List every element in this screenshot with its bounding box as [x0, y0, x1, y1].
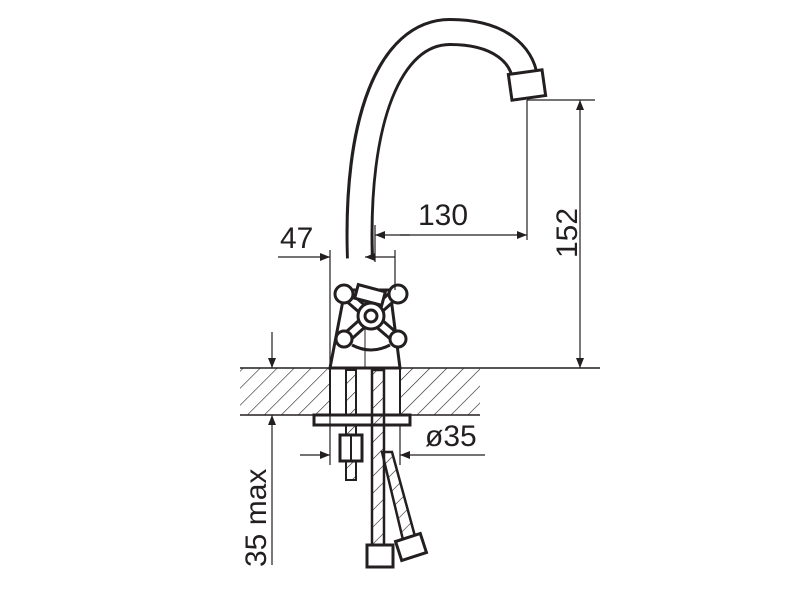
dimension-spout-reach: 130	[418, 199, 468, 232]
spout	[345, 17, 548, 263]
mounting-hardware	[312, 368, 429, 569]
countertop	[240, 367, 600, 416]
dimension-spout-height: 152	[551, 208, 584, 258]
washer-plate	[312, 413, 412, 427]
hose-right	[380, 450, 418, 546]
dimension-lines	[268, 99, 595, 565]
cross-handle	[333, 282, 409, 352]
hose-nut-right	[393, 531, 429, 563]
dimension-hole-diameter: ø35	[425, 420, 477, 453]
dimension-base-width: 47	[280, 222, 313, 255]
aerator-nozzle	[506, 68, 548, 102]
dimension-counter-thickness: 35 max	[240, 469, 273, 567]
hose-nut-left	[365, 543, 395, 569]
